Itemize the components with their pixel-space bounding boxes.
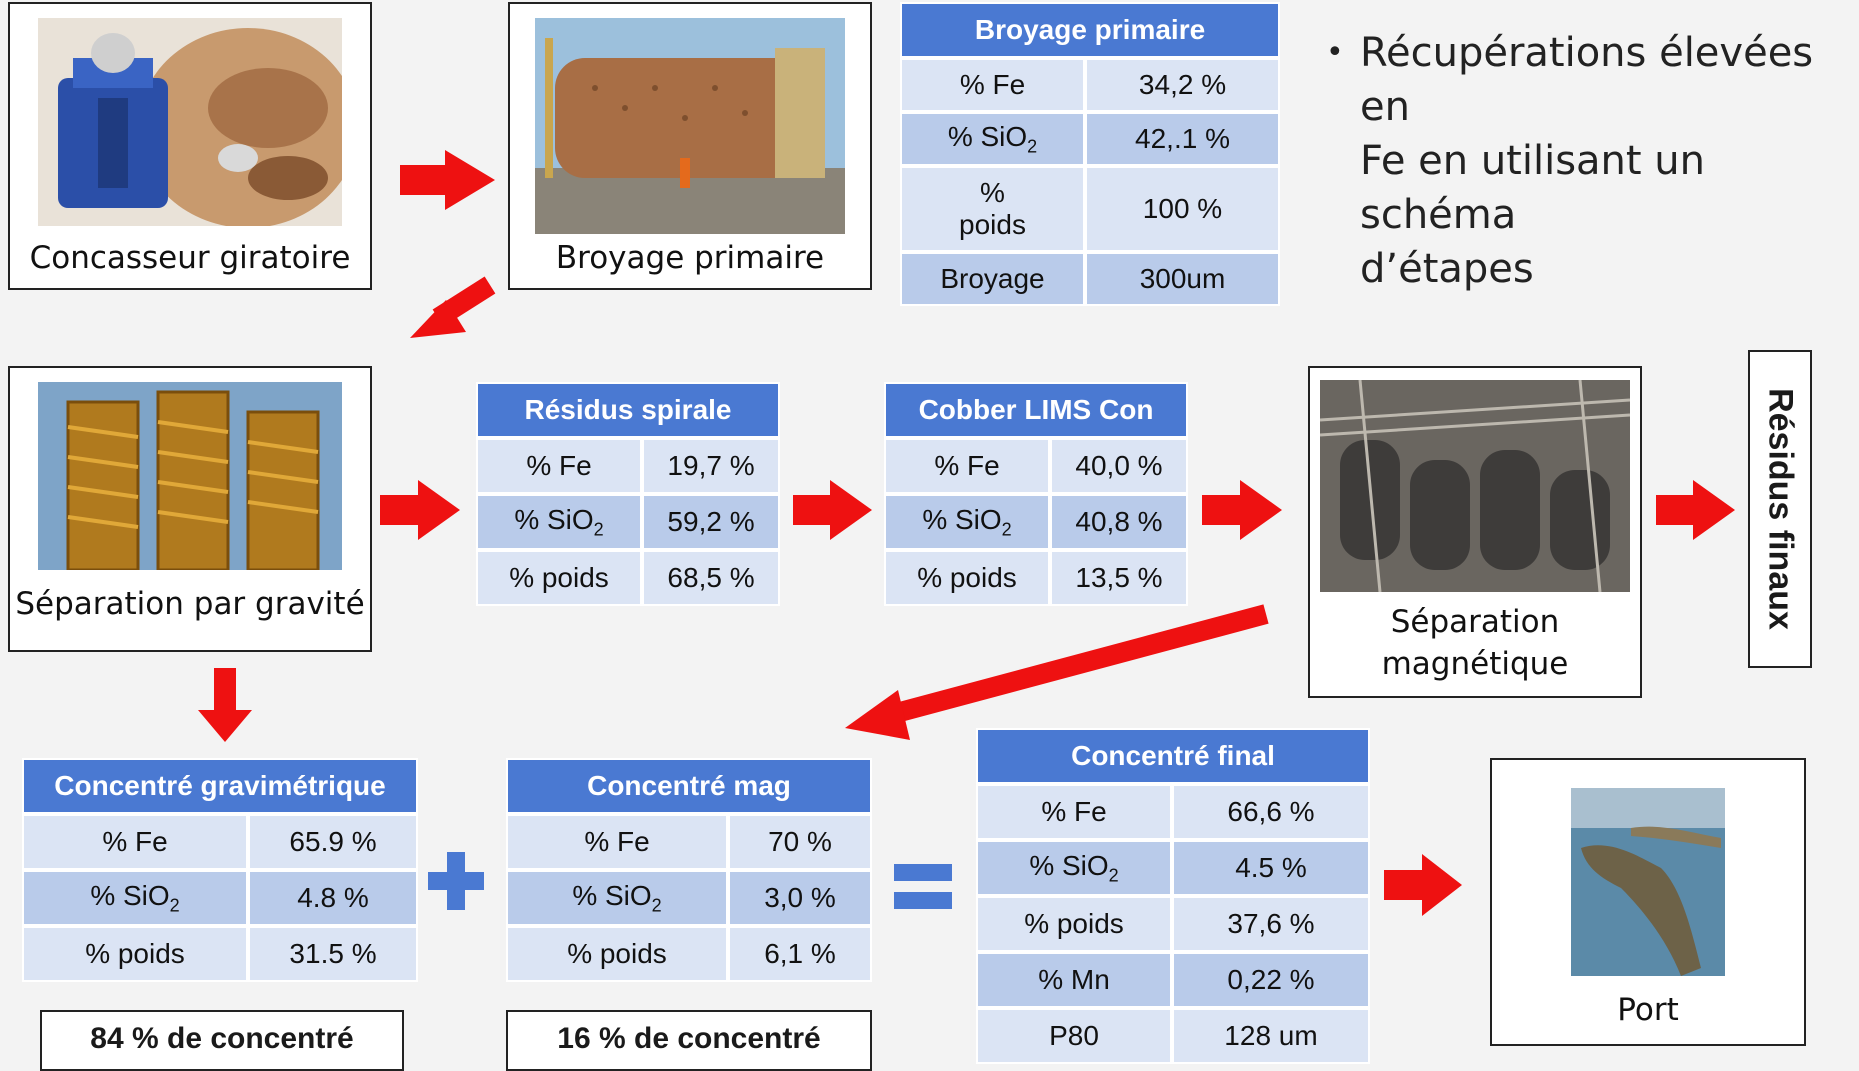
table-cell-label: % Fe — [506, 814, 728, 870]
table-cell-value: 3,0 % — [728, 870, 873, 926]
table-cell-label: % SiO2 — [884, 494, 1050, 550]
final-concentrate-table-title: Concentré final — [976, 728, 1370, 784]
primary-grinding-image — [535, 18, 845, 234]
right-arrow-icon — [380, 480, 460, 540]
table-cell-value: 4.8 % — [248, 870, 419, 926]
final-tailings-box: Résidus finaux — [1748, 350, 1812, 668]
table-cell-label: % Fe — [22, 814, 248, 870]
diagonal-arrow-icon — [845, 690, 910, 740]
table-cell-label: % SiO2 — [900, 112, 1085, 166]
plus-icon — [428, 852, 484, 910]
bullet-line-1: Récupérations élevées en — [1360, 30, 1814, 130]
gravity-separation-image — [38, 382, 342, 570]
magnetic-separation-image — [1320, 380, 1630, 592]
table-cell-label: % Fe — [476, 438, 642, 494]
gyratory-crusher-box: Concasseur giratoire — [8, 2, 372, 290]
table-cell-value: 6,1 % — [728, 926, 873, 982]
table-cell-label: % Fe — [976, 784, 1172, 840]
right-arrow-icon — [793, 480, 872, 540]
bullet-line-3: d’étapes — [1360, 246, 1534, 292]
table-cell-label: % Fe — [884, 438, 1050, 494]
table-cell-value: 19,7 % — [642, 438, 781, 494]
gyratory-crusher-label: Concasseur giratoire — [29, 240, 351, 276]
table-cell-value: 300um — [1085, 252, 1281, 306]
table-cell-label: %poids — [900, 166, 1085, 252]
table-cell-value: 66,6 % — [1172, 784, 1370, 840]
table-cell-label: % poids — [884, 550, 1050, 606]
equals-icon — [894, 864, 952, 909]
table-cell-value: 40,8 % — [1050, 494, 1188, 550]
diagonal-arrow-icon — [410, 300, 466, 338]
gyratory-crusher-image — [38, 18, 342, 226]
table-cell-label: % Mn — [976, 952, 1172, 1008]
table-cell-value: 31.5 % — [248, 926, 419, 982]
right-arrow-icon — [1656, 480, 1735, 540]
mag-concentrate-table-title: Concentré mag — [506, 758, 873, 814]
table-cell-label: % SiO2 — [476, 494, 642, 550]
table-cell-value: 65.9 % — [248, 814, 419, 870]
table-cell-label: % poids — [22, 926, 248, 982]
table-cell-value: 100 % — [1085, 166, 1281, 252]
spiral-tailings-table-title: Résidus spirale — [476, 382, 781, 438]
gravimetric-share-box: 84 % de concentré — [40, 1010, 404, 1071]
table-cell-label: % poids — [976, 896, 1172, 952]
table-cell-label: % SiO2 — [976, 840, 1172, 896]
table-cell-value: 4.5 % — [1172, 840, 1370, 896]
right-arrow-icon — [1384, 854, 1462, 916]
port-image — [1571, 788, 1725, 976]
table-cell-value: 42,.1 % — [1085, 112, 1281, 166]
table-cell-value: 40,0 % — [1050, 438, 1188, 494]
table-cell-value: 34,2 % — [1085, 58, 1281, 112]
gravimetric-concentrate-table-title: Concentré gravimétrique — [22, 758, 419, 814]
table-cell-label: P80 — [976, 1008, 1172, 1064]
table-cell-value: 37,6 % — [1172, 896, 1370, 952]
table-cell-value: 68,5 % — [642, 550, 781, 606]
table-cell-value: 0,22 % — [1172, 952, 1370, 1008]
cobber-lims-table-title: Cobber LIMS Con — [884, 382, 1188, 438]
bullet-line-2: Fe en utilisant un schéma — [1360, 138, 1705, 238]
down-arrow-icon — [198, 668, 252, 742]
table-cell-label: % Fe — [900, 58, 1085, 112]
mag-share-box: 16 % de concentré — [506, 1010, 872, 1071]
bullet-dot: • — [1326, 35, 1344, 70]
primary-grinding-table-title: Broyage primaire — [900, 2, 1281, 58]
table-cell-label: % SiO2 — [22, 870, 248, 926]
port-label: Port — [1617, 992, 1679, 1028]
primary-grinding-label: Broyage primaire — [555, 240, 825, 276]
table-cell-value: 59,2 % — [642, 494, 781, 550]
table-cell-label: Broyage — [900, 252, 1085, 306]
magnetic-separation-label-line1: Séparation — [1390, 604, 1560, 640]
table-cell-value: 128 um — [1172, 1008, 1370, 1064]
right-arrow-icon — [1202, 480, 1282, 540]
gravity-separation-box: Séparation par gravité — [8, 366, 372, 652]
table-cell-value: 13,5 % — [1050, 550, 1188, 606]
primary-grinding-box: Broyage primaire — [508, 2, 872, 290]
magnetic-separation-label-line2: magnétique — [1381, 646, 1569, 682]
table-cell-label: % SiO2 — [506, 870, 728, 926]
right-arrow-icon — [400, 150, 495, 210]
table-cell-label: % poids — [506, 926, 728, 982]
magnetic-separation-box: Séparation magnétique — [1308, 366, 1642, 698]
bullet-point: • Récupérations élevées en Fe en utilisa… — [1326, 26, 1859, 296]
gravity-separation-label: Séparation par gravité — [15, 586, 365, 622]
table-cell-value: 70 % — [728, 814, 873, 870]
table-cell-label: % poids — [476, 550, 642, 606]
port-box: Port — [1490, 758, 1806, 1046]
diagonal-arrow-icon — [897, 604, 1269, 722]
